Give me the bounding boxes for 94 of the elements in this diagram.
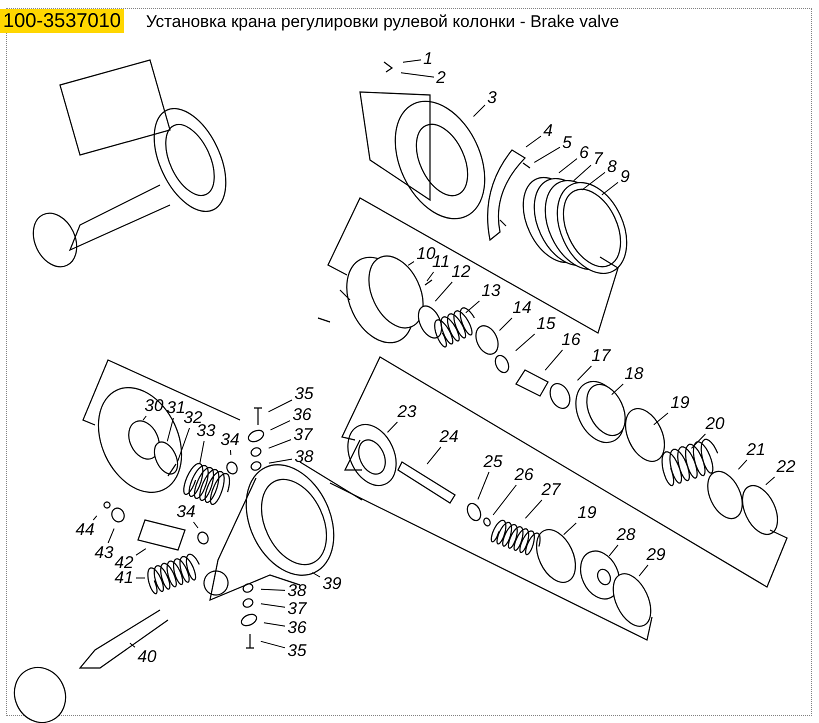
leader-line — [268, 400, 292, 412]
callout-number: 42 — [114, 554, 134, 572]
leader-line — [166, 418, 174, 442]
callout-number: 6 — [579, 144, 589, 162]
callout-number: 17 — [592, 347, 610, 365]
callout-number: 16 — [562, 331, 580, 349]
callout-number: 3 — [487, 89, 497, 107]
leader-line — [263, 622, 286, 627]
callout-number: 25 — [484, 453, 502, 471]
callout-number: 15 — [536, 315, 556, 333]
callout-number: 5 — [562, 134, 572, 152]
leader-line — [608, 544, 618, 557]
leader-line — [577, 366, 592, 381]
callout-number: 30 — [144, 397, 164, 415]
leader-line — [108, 528, 115, 544]
callout-number: 36 — [292, 406, 312, 424]
callout-number: 20 — [706, 415, 724, 433]
callout-number: 34 — [220, 431, 240, 449]
callout-number: 12 — [452, 263, 470, 281]
callout-number: 36 — [288, 619, 306, 637]
leader-line — [638, 564, 648, 577]
callout-number: 43 — [94, 544, 114, 562]
leader-line — [526, 136, 542, 148]
leader-line — [260, 640, 286, 648]
leader-line — [611, 384, 624, 396]
leader-line — [473, 104, 486, 117]
leader-line — [92, 515, 98, 520]
callout-number: 38 — [288, 582, 306, 600]
leader-line — [268, 458, 292, 464]
callout-number: 7 — [593, 150, 603, 168]
callout-number: 21 — [746, 441, 766, 459]
leader-line — [426, 446, 442, 465]
callout-number: 40 — [138, 648, 156, 666]
title: Установка крана регулировки рулевой колонки - Brake valve — [146, 11, 620, 33]
leader-line — [534, 146, 560, 163]
callout-number: 14 — [512, 299, 532, 317]
callout-number: 13 — [482, 282, 500, 300]
leader-line — [312, 572, 320, 578]
leader-line — [408, 261, 414, 266]
leader-line — [434, 282, 453, 302]
leader-line — [524, 500, 542, 519]
callout-number: 38 — [294, 448, 314, 466]
callout-number: 24 — [440, 428, 458, 446]
leader-line — [653, 412, 668, 426]
leader-line — [402, 59, 422, 63]
leader-line — [765, 476, 776, 486]
callout-number: 41 — [114, 569, 134, 587]
leader-line — [573, 164, 592, 182]
callout-number: 39 — [322, 575, 342, 593]
leader-line — [499, 318, 512, 331]
leader-line — [515, 334, 536, 352]
callout-number: 8 — [607, 158, 617, 176]
callout-number: 23 — [398, 403, 416, 421]
leader-line — [400, 72, 434, 78]
callout-number: 44 — [76, 521, 94, 539]
leader-line — [426, 272, 434, 282]
callout-number: 2 — [436, 69, 446, 87]
leader-line — [492, 484, 517, 516]
leader-line — [260, 603, 286, 608]
callout-number: 19 — [578, 504, 596, 522]
leader-line — [601, 182, 618, 196]
callout-number: 31 — [166, 399, 186, 417]
callout-number: 1 — [423, 50, 433, 68]
callout-number: 33 — [196, 422, 216, 440]
leader-line — [268, 439, 292, 449]
leader-line — [387, 422, 398, 433]
callout-number: 35 — [294, 385, 314, 403]
leader-line — [477, 472, 490, 500]
callout-number: 37 — [288, 600, 306, 618]
leader-line — [177, 428, 190, 462]
callout-number: 18 — [624, 365, 644, 383]
part-number: 100-3537010 — [0, 9, 124, 33]
leader-line — [193, 522, 198, 528]
callout-number: 27 — [542, 481, 560, 499]
callout-number: 35 — [288, 642, 306, 660]
callout-number: 34 — [176, 503, 196, 521]
leader-line — [270, 420, 290, 430]
leader-line — [558, 158, 578, 174]
callout-number: 28 — [616, 526, 636, 544]
leader-line — [199, 440, 205, 464]
leader-line — [738, 460, 748, 470]
callout-number: 19 — [670, 394, 690, 412]
leader-line — [563, 522, 577, 536]
leader-line — [544, 350, 563, 371]
callout-number: 22 — [776, 458, 796, 476]
leader-line — [136, 548, 146, 556]
leader-line — [230, 450, 232, 456]
callout-number: 26 — [514, 466, 534, 484]
callout-number: 4 — [543, 122, 553, 140]
callout-number: 37 — [294, 426, 312, 444]
leader-line — [142, 416, 147, 421]
leader-line — [582, 172, 606, 190]
callout-number: 9 — [620, 168, 630, 186]
callout-number: 29 — [646, 546, 666, 564]
